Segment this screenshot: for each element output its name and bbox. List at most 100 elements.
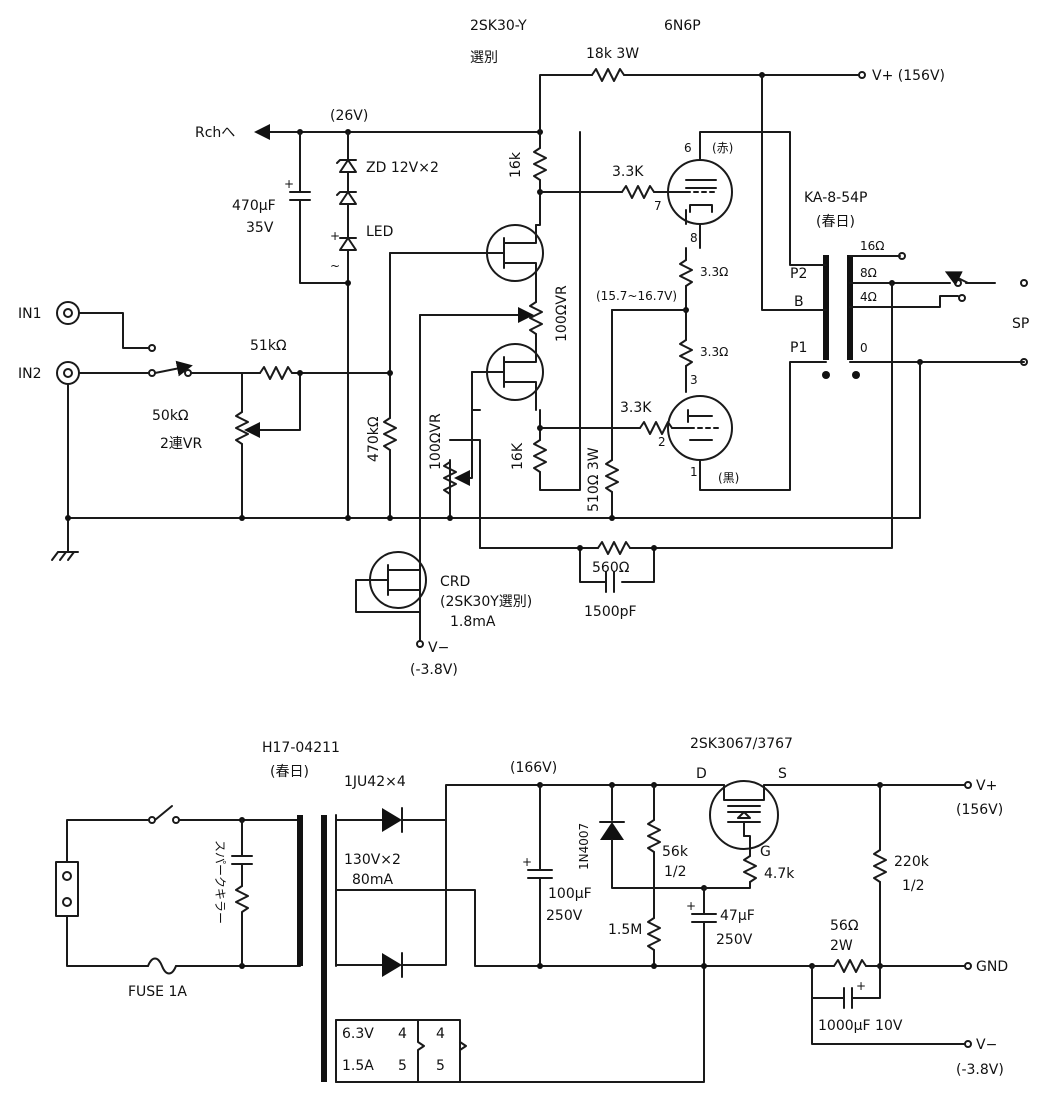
label-v-range: (15.7~16.7V)	[596, 289, 677, 303]
label-vminus-psu: V−	[976, 1037, 997, 1053]
label-16ohm: 16Ω	[860, 239, 884, 253]
label-gnd: GND	[976, 959, 1008, 975]
pin-7: 7	[654, 199, 662, 213]
input-jack-in1[interactable]	[56, 301, 80, 325]
pot-100-left[interactable]	[443, 461, 457, 495]
svg-text:+: +	[330, 229, 340, 243]
pin-2: 2	[658, 435, 666, 449]
label-ot: KA-8-54P	[804, 190, 867, 206]
svg-text:+: +	[686, 899, 696, 913]
volume-pot-50k[interactable]	[235, 411, 249, 445]
resistor-470k	[383, 417, 397, 451]
label-b: B	[794, 294, 804, 310]
resistor-4k7	[743, 855, 757, 883]
label-fet-2sk30: 2SK30-Y	[470, 18, 527, 34]
power-supply-section: H17-04211 (春日) FUSE 1A スパークキラー 1J	[55, 736, 1008, 1083]
input-jack-in2[interactable]	[56, 361, 80, 385]
pin-1: 1	[690, 465, 698, 479]
label-zd: ZD 12V×2	[366, 160, 439, 176]
label-crd-2: (2SK30Y選別)	[440, 594, 532, 610]
resistor-51k	[259, 366, 293, 380]
label-p1: P1	[790, 340, 807, 356]
label-vplus: V+ (156V)	[872, 68, 945, 84]
label-56k-w: 1/2	[664, 864, 687, 880]
label-vminus-psu-v: (-3.8V)	[956, 1062, 1004, 1078]
zener-diode-2	[336, 191, 357, 205]
label-vr-50k: 50kΩ	[152, 408, 189, 424]
svg-text:~: ~	[330, 259, 340, 273]
diode-1n4007	[600, 822, 624, 840]
label-h4a: 4	[398, 1026, 407, 1042]
resistor-56ohm	[833, 959, 867, 973]
label-470uf: 470μF	[232, 198, 276, 214]
label-vminus-amp-v: (-3.8V)	[410, 662, 458, 678]
pot-100-middle[interactable]	[529, 301, 543, 335]
spark-killer	[235, 885, 249, 967]
label-vr-100-left: 100ΩVR	[428, 413, 444, 470]
label-vminus-amp: V−	[428, 640, 449, 656]
label-56k: 56k	[662, 844, 689, 860]
resistor-220k	[873, 849, 887, 883]
label-16k-bottom: 16K	[510, 442, 526, 470]
label-sec: 130V×2	[344, 852, 401, 868]
label-sec-i: 80mA	[352, 872, 393, 888]
amplifier-section: IN1 IN2 51kΩ 50kΩ 2連VR 470kΩ	[18, 18, 1029, 678]
label-1000uf: 1000μF 10V	[818, 1018, 903, 1034]
label-26v: (26V)	[330, 108, 368, 124]
label-spark: スパークキラー	[213, 840, 227, 924]
label-heater-i: 1.5A	[342, 1058, 374, 1074]
label-51k: 51kΩ	[250, 338, 287, 354]
label-fet-select: 選別	[470, 50, 498, 66]
label-sp: SP	[1012, 316, 1029, 332]
label-diodes: 1JU42×4	[344, 774, 406, 790]
resistor-16k-bottom	[533, 439, 547, 473]
label-vr-100-mid: 100ΩVR	[554, 285, 570, 342]
fuse-1a	[147, 957, 177, 975]
capacitor-470uf	[289, 191, 311, 201]
label-4ohm: 4Ω	[860, 290, 877, 304]
label-1500pf: 1500pF	[584, 604, 637, 620]
label-220k: 220k	[894, 854, 930, 870]
diode-1ju42-bottom	[382, 953, 402, 977]
label-pt: H17-04211	[262, 740, 340, 756]
capacitor-1500pf	[605, 571, 615, 593]
resistor-1m5	[647, 917, 661, 951]
pin-3: 3	[690, 373, 698, 387]
label-crd-3: 1.8mA	[450, 614, 496, 630]
label-heater: 6.3V	[342, 1026, 374, 1042]
resistor-3r3-b	[679, 339, 693, 367]
label-100uf: 100μF	[548, 886, 592, 902]
label-aka: (赤)	[712, 141, 733, 155]
label-in2: IN2	[18, 366, 42, 382]
label-100uf-v: 250V	[546, 908, 583, 924]
label-560: 560Ω	[592, 560, 630, 576]
resistor-56k	[647, 819, 661, 853]
label-kuro: (黒)	[718, 471, 739, 485]
label-166v: (166V)	[510, 760, 557, 776]
led-indicator	[339, 237, 357, 251]
fet-upper	[486, 224, 544, 282]
label-p2: P2	[790, 266, 807, 282]
ac-plug[interactable]	[55, 861, 79, 917]
label-in1: IN1	[18, 306, 42, 322]
label-3k3-top: 3.3K	[612, 164, 644, 180]
svg-text:+: +	[284, 177, 294, 191]
label-8ohm: 8Ω	[860, 266, 877, 280]
label-d: D	[696, 766, 707, 782]
pin-8: 8	[690, 231, 698, 245]
zener-diode-1	[336, 159, 357, 173]
label-3r3-a: 3.3Ω	[700, 265, 728, 279]
ground-symbol	[51, 551, 79, 561]
resistor-3k3-top	[621, 185, 655, 199]
label-h4b: 4	[436, 1026, 445, 1042]
label-47uf-v: 250V	[716, 932, 753, 948]
label-vr-50k-2: 2連VR	[160, 436, 202, 452]
label-mosfet: 2SK3067/3767	[690, 736, 793, 752]
svg-text:+: +	[856, 979, 866, 993]
label-tube-6n6p: 6N6P	[664, 18, 701, 34]
label-crd: CRD	[440, 574, 470, 590]
label-3r3-b: 3.3Ω	[700, 345, 728, 359]
mosfet	[709, 780, 779, 850]
label-47uf: 47μF	[720, 908, 755, 924]
label-470uf-v: 35V	[246, 220, 274, 236]
